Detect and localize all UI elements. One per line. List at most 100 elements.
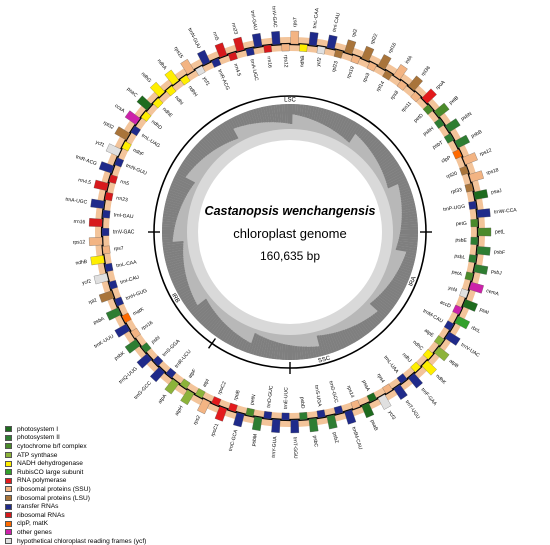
gene-label: ndhD [150,119,163,131]
gc-bar [170,271,186,280]
gc-bar [250,109,258,124]
legend-item: ribosomal proteins (SSU) [5,485,146,494]
gene-label: rps18 [486,167,500,176]
gc-bar [167,192,186,201]
gene-label: petA [451,269,463,277]
gc-bar [189,150,203,162]
gene-arc [299,44,308,52]
legend-swatch [5,486,12,493]
gene-arc [211,396,222,407]
gc-bar [258,107,265,123]
genome-size: 160,635 bp [259,249,321,263]
gene-arc [130,125,141,137]
gc-bar [162,236,174,241]
gc-bar [208,317,221,333]
gc-bar [170,184,189,194]
gene-label: ccsA [113,103,126,115]
gc-bar [219,326,230,341]
gene-arc [102,209,111,219]
gc-bar [399,232,418,235]
gene-label: trnS-UGA [313,385,323,408]
gc-bar [247,333,257,354]
gc-bar [162,226,175,230]
gc-bar [183,296,195,306]
gene-label: ndhK [434,373,447,386]
gene-arc [130,327,141,339]
gc-bar [204,135,218,150]
gene-arc [382,383,393,394]
gene-label: atpA [157,393,168,405]
gc-bar [375,297,392,312]
gc-bar [401,221,418,225]
gc-bar [380,158,397,171]
gene-arc [197,398,211,415]
gene-arc [443,320,455,331]
gene-label: rps7 [292,17,298,27]
gene-arc [468,254,477,264]
gc-bar [394,273,410,282]
gene-arc [396,80,408,91]
gene-label: ycf1 [94,139,105,148]
gc-bar [401,260,414,267]
gc-bar [162,215,177,221]
gc-bar [404,253,416,259]
gc-bar [172,179,191,190]
gc-bar [196,306,213,322]
gene-arc [245,407,255,417]
legend-item: ribosomal RNAs [5,511,146,520]
gene-arc [350,54,361,65]
gc-bar [344,121,357,140]
gc-bar [162,229,175,232]
gene-arc [468,281,484,294]
gc-bar [376,150,391,163]
gene-arc [180,389,195,406]
legend-swatch [5,426,12,433]
gene-label: psbJ [491,269,503,277]
gene-label: psbE [455,237,467,244]
gc-bar [299,104,304,117]
legend-swatch [5,443,12,450]
gene-label: psbL [454,253,466,261]
gc-bar [398,236,418,241]
gc-bar [287,344,290,360]
gene-label: rps3 [362,72,372,84]
gene-label: trnN-GUU [186,27,201,50]
legend-item: RNA polymerase [5,477,146,486]
gene-arc [152,97,164,109]
gc-bar [396,245,417,251]
gene-label: psbN [460,111,473,123]
gc-bar [304,346,309,359]
gc-bar [302,346,307,360]
gene-arc [462,152,478,165]
gc-bar [202,312,217,328]
gc-bar [346,328,357,343]
gene-arc [410,361,422,373]
gc-bar [378,294,396,308]
gene-label: trnP-UGG [443,204,466,213]
gc-bar [210,130,224,146]
gc-bar [255,108,262,123]
gc-bar [214,322,226,338]
legend-label: transfer RNAs [17,503,59,511]
gc-bar [240,339,248,352]
gc-bar [162,239,173,243]
gc-bar [401,215,418,221]
gc-bar [216,125,230,143]
gene-arc [421,88,437,104]
gene-arc [422,349,434,360]
gene-arc [195,388,206,399]
gene-arc [228,51,238,62]
gene-arcs [88,30,492,434]
gene-arc [98,161,115,174]
gc-bar [273,104,279,123]
gene-arc [149,366,166,383]
gene-arc [102,245,111,255]
gene-label: rpl14 [375,80,386,93]
gc-bar [176,170,187,178]
gene-label: ndhH [187,85,199,99]
gene-arc [452,304,463,315]
gene-label: petG [456,221,467,228]
gene-label: psbK [113,350,126,362]
gene-label: psaA [360,379,371,392]
gene-label: rrn5 [211,31,220,42]
